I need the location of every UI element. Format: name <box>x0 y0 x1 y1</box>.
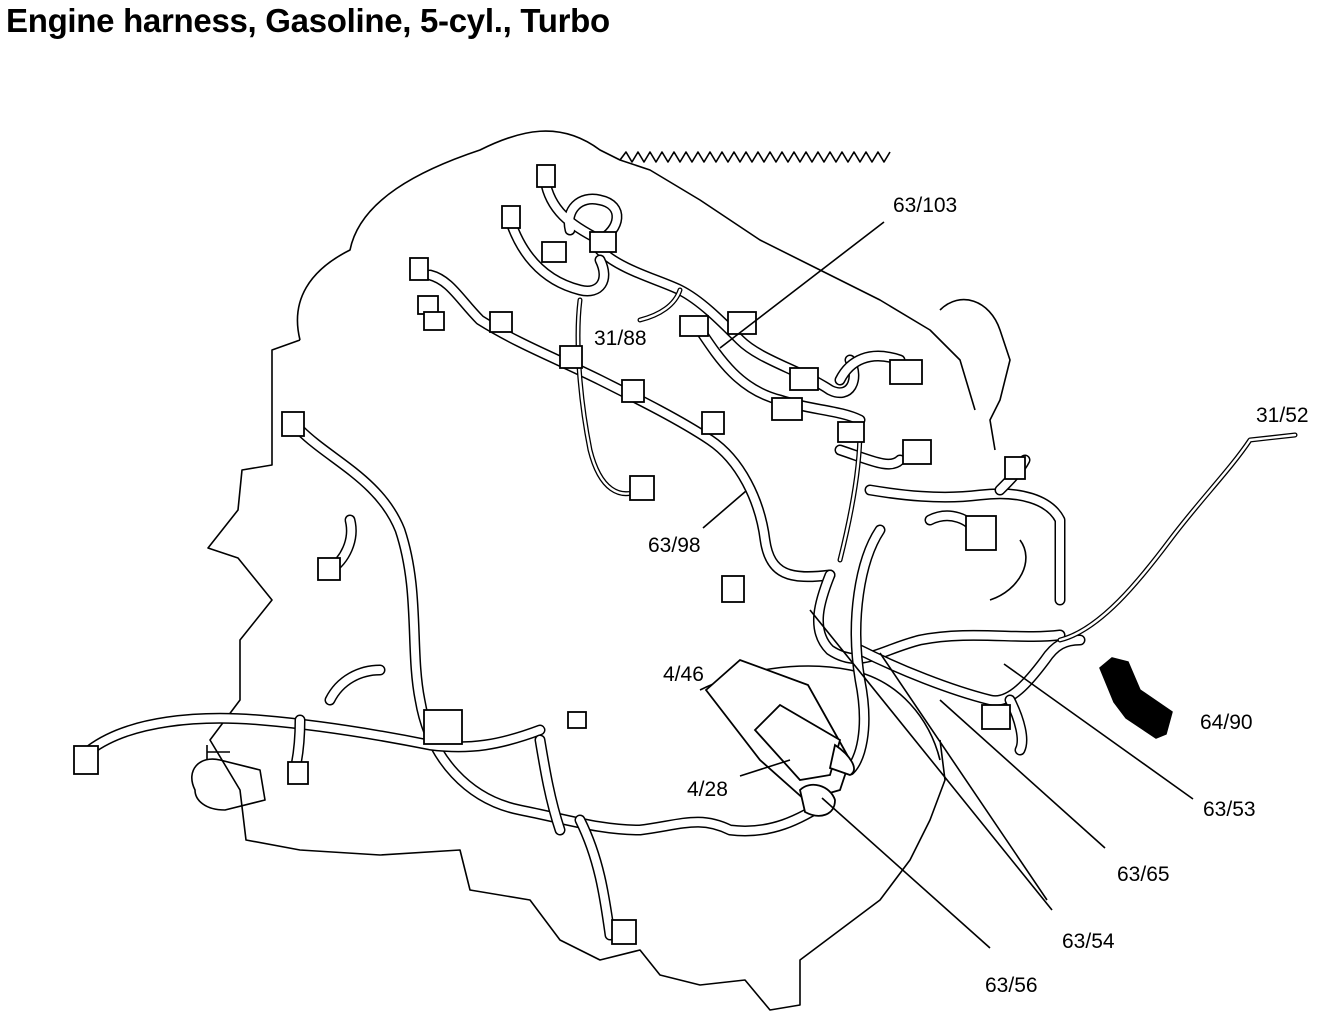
callout-63-54: 63/54 <box>1062 930 1115 953</box>
thin-wires <box>575 287 1298 643</box>
callout-4-46: 4/46 <box>663 663 704 686</box>
callout-labels: 63/103 31/88 63/98 31/52 4/46 4/28 64/90… <box>594 194 1309 997</box>
callout-63-65: 63/65 <box>1117 863 1170 886</box>
leader-lines <box>702 221 1194 949</box>
callout-63-56: 63/56 <box>985 974 1038 997</box>
callout-64-90: 64/90 <box>1200 711 1253 734</box>
control-unit <box>704 658 855 817</box>
callout-31-52: 31/52 <box>1256 404 1309 427</box>
connectors <box>73 164 1026 945</box>
callout-31-88: 31/88 <box>594 327 647 350</box>
callout-63-103: 63/103 <box>893 194 957 217</box>
callout-63-53: 63/53 <box>1203 798 1256 821</box>
black-component <box>1099 657 1173 739</box>
page-title: Engine harness, Gasoline, 5-cyl., Turbo <box>6 2 610 39</box>
callout-63-98: 63/98 <box>648 534 701 557</box>
callout-4-28: 4/28 <box>687 778 728 801</box>
